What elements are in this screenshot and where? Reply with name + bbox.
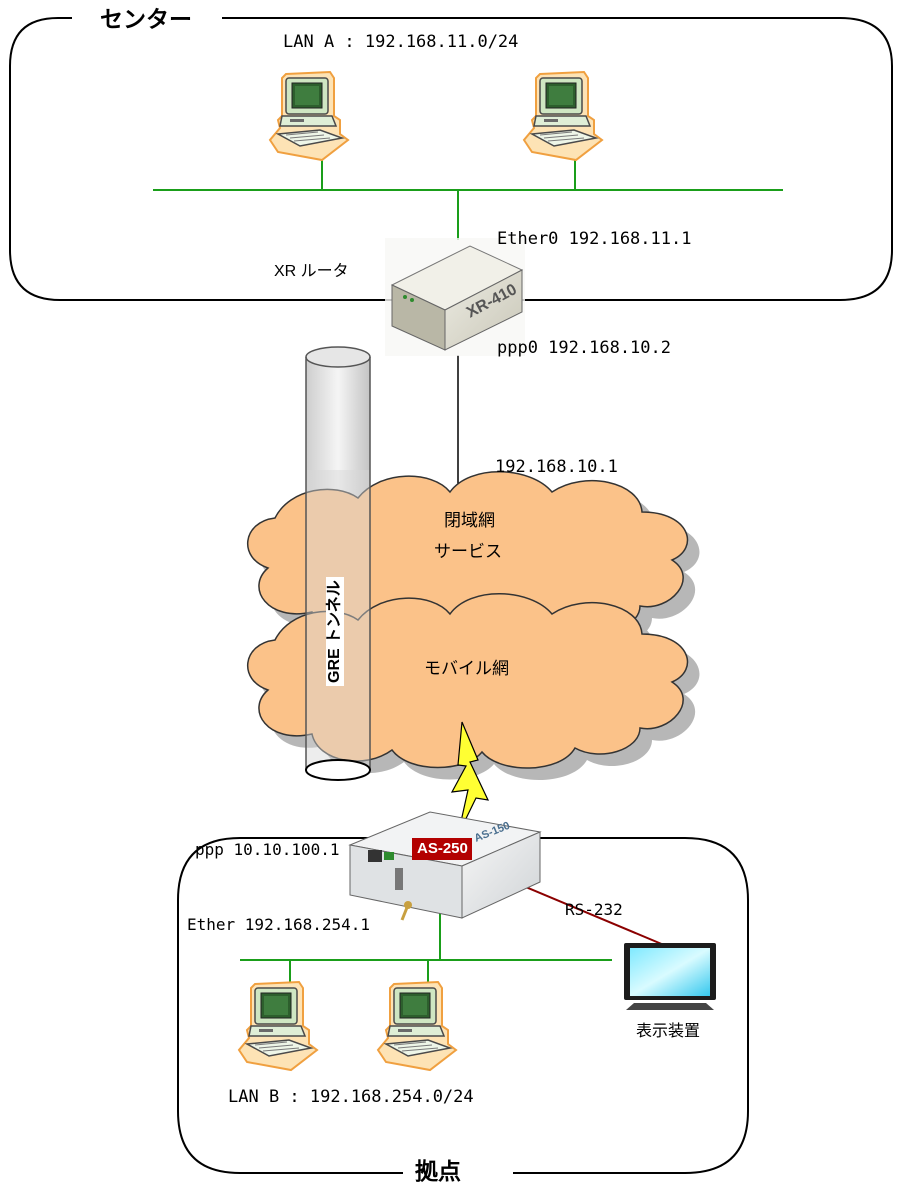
display-device-icon <box>624 943 716 1010</box>
site-title: 拠点 <box>405 1160 471 1183</box>
rs232-label: RS-232 <box>565 900 623 919</box>
mobile-network-cloud <box>246 593 689 769</box>
display-device-label: 表示装置 <box>636 1023 701 1040</box>
pc-icon <box>523 71 603 161</box>
center-ether-address: Ether0 192.168.11.1 <box>497 229 692 249</box>
xr-router-label: XR ルータ <box>274 263 349 280</box>
pc-icon <box>238 981 318 1071</box>
site-ether-address: Ether 192.168.254.1 <box>187 915 371 934</box>
gre-tunnel-label: GRE トンネル <box>326 577 344 686</box>
lan-a-segment <box>153 160 783 240</box>
as250-model-label: AS-250 <box>413 839 472 858</box>
lan-b-label: LAN B : 192.168.254.0/24 <box>228 1087 474 1107</box>
closed-network-label-line2: サービス <box>434 542 502 561</box>
pc-icon <box>377 981 457 1071</box>
closed-network-label-line1: 閉域網 <box>444 511 495 530</box>
gateway-address: 192.168.10.1 <box>495 457 618 477</box>
as250-device-icon: AS-150 <box>348 811 542 921</box>
closed-network-cloud <box>246 471 689 647</box>
center-title: センター <box>90 8 202 31</box>
xr-router-icon: XR-410 <box>385 238 525 356</box>
mobile-network-label: モバイル網 <box>424 659 509 678</box>
pc-icon <box>269 71 349 161</box>
center-ppp-address: ppp0 192.168.10.2 <box>497 338 671 358</box>
site-ppp-address: ppp 10.10.100.1 <box>195 840 340 859</box>
lan-a-label: LAN A : 192.168.11.0/24 <box>283 32 519 52</box>
